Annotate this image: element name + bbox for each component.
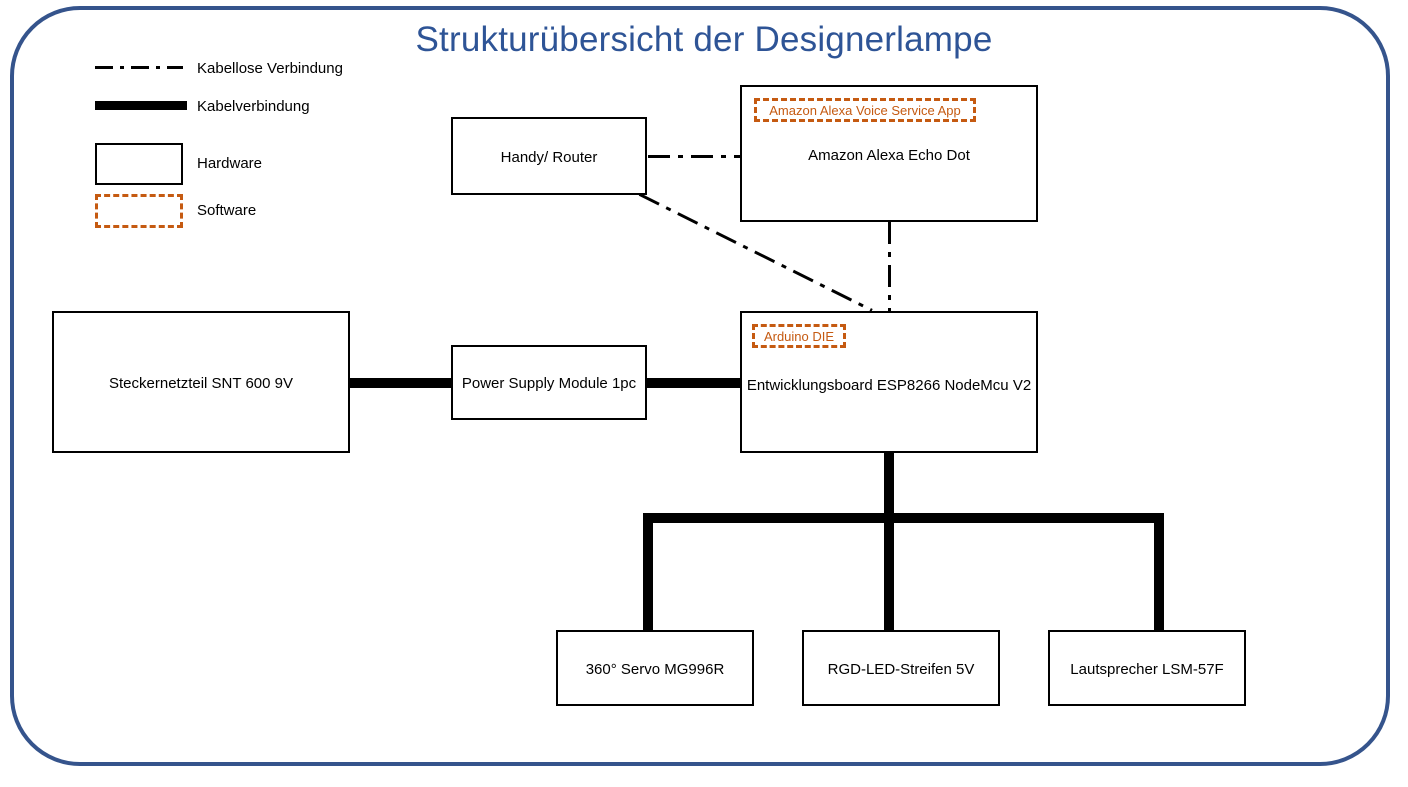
connection-wire-drop-led (884, 513, 894, 631)
node-handy-router-label: Handy/ Router (500, 149, 598, 166)
legend-software-box-icon (95, 194, 183, 228)
page-title: Strukturübersicht der Designerlampe (415, 20, 993, 59)
connection-wire-esp-trunk (884, 450, 894, 522)
node-led-strip-label: RGD-LED-Streifen 5V (827, 661, 975, 678)
connection-wire-peripheral-bus (643, 513, 1164, 523)
node-power-supply-unit-label: Steckernetzteil SNT 600 9V (109, 375, 293, 392)
legend-wire-line-icon (95, 101, 187, 110)
node-echo-dot-software-tag[interactable]: Amazon Alexa Voice Service App (754, 98, 976, 122)
diagram-frame-border (10, 6, 1390, 766)
node-esp-board-label: Entwicklungsboard ESP8266 NodeMcu V2 (746, 377, 1032, 394)
node-power-module[interactable]: Power Supply Module 1pc (451, 345, 647, 420)
connection-wire-drop-speaker (1154, 513, 1164, 631)
legend-hardware-box-icon (95, 143, 183, 185)
node-echo-dot-label: Amazon Alexa Echo Dot (808, 147, 970, 164)
node-echo-dot[interactable]: Amazon Alexa Voice Service App Amazon Al… (740, 85, 1038, 222)
connection-wire-psu-to-module (348, 378, 454, 388)
connection-wire-module-to-esp (645, 378, 745, 388)
legend-wireless-line-icon (95, 66, 187, 69)
node-servo-label: 360° Servo MG996R (585, 661, 725, 678)
node-servo[interactable]: 360° Servo MG996R (556, 630, 754, 706)
connection-wireless-echo-to-esp (888, 222, 891, 312)
connection-wireless-handy-to-echo (648, 155, 742, 158)
node-power-module-label: Power Supply Module 1pc (461, 375, 637, 392)
legend-label-software: Software (197, 202, 257, 219)
node-led-strip[interactable]: RGD-LED-Streifen 5V (802, 630, 1000, 706)
legend-label-wireless: Kabellose Verbindung (197, 60, 343, 77)
node-power-supply-unit[interactable]: Steckernetzteil SNT 600 9V (52, 311, 350, 453)
legend-label-wire: Kabelverbindung (197, 98, 310, 115)
node-speaker-label: Lautsprecher LSM-57F (1070, 661, 1224, 678)
node-speaker[interactable]: Lautsprecher LSM-57F (1048, 630, 1246, 706)
node-handy-router[interactable]: Handy/ Router (451, 117, 647, 195)
node-esp-board-software-tag[interactable]: Arduino DIE (752, 324, 846, 348)
legend-label-hardware: Hardware (197, 155, 263, 172)
connection-wire-drop-servo (643, 513, 653, 631)
node-esp-board[interactable]: Arduino DIE Entwicklungsboard ESP8266 No… (740, 311, 1038, 453)
